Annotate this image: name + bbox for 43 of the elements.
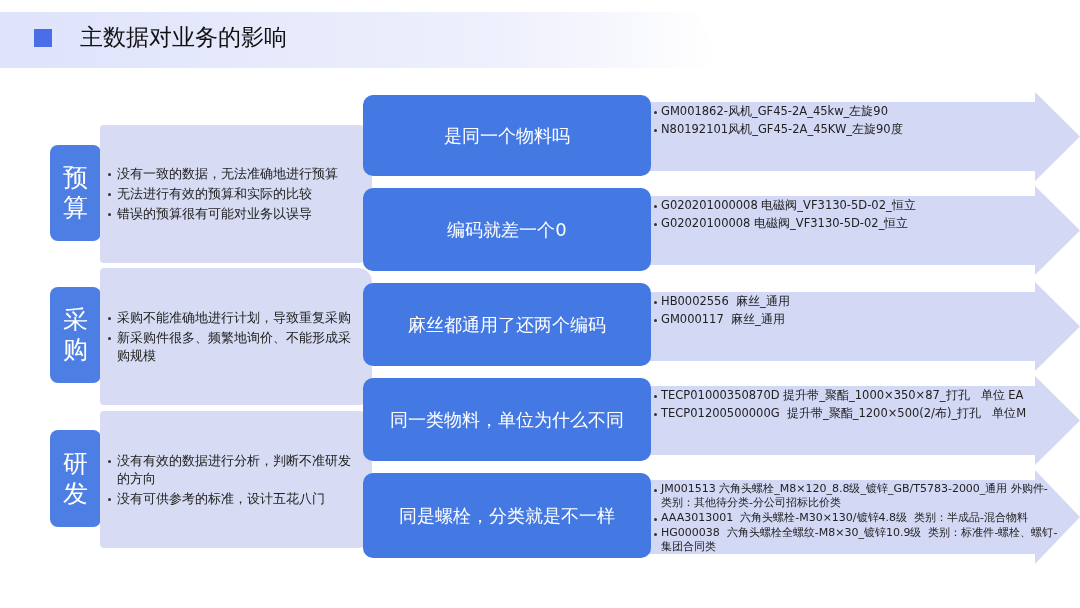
problem-box — [363, 283, 651, 366]
problem-title: 麻丝都通用了还两个编码 — [408, 312, 606, 337]
problem-box — [363, 188, 651, 271]
category-label: 预算 — [63, 163, 88, 223]
bullet-text: 没有可供参考的标准，设计五花八门 — [108, 489, 354, 508]
bullet-text: TECP01200500000G 提升带_聚酯_1200×500(2/布)_打孔 单位M — [654, 406, 1030, 421]
bullet-text: 新采购件很多、频繁地询价、不能形成采购规模 — [108, 328, 354, 365]
problem-box — [363, 378, 651, 461]
bullet-text: 采购不能准确地进行计划，导致重复采购 — [108, 308, 354, 327]
bullet-text: HB0002556 麻丝_通用 — [654, 294, 1030, 309]
example-arrow-band — [648, 92, 1080, 181]
category-label-box — [50, 430, 101, 527]
bullet-text: 错误的预算很有可能对业务以误导 — [108, 205, 354, 223]
example-arrow-band — [648, 186, 1080, 275]
bullet-text: GM000117 麻丝_通用 — [654, 312, 1030, 327]
category-label-box — [50, 145, 101, 241]
problem-title: 编码就差一个0 — [447, 217, 567, 242]
bullet-text: HG000038 六角头螺栓全螺纹-M8×30_镀锌10.9级 类别：标准件-螺栓、螺钉-集团合同类 — [654, 526, 1058, 554]
bullet-text: TECP01000350870D 提升带_聚酯_1000×350×87_打孔 单位 EA — [654, 388, 1030, 403]
category-label: 采购 — [63, 305, 88, 365]
bullet-text: 无法进行有效的预算和实际的比较 — [108, 185, 354, 203]
problem-box — [363, 473, 651, 558]
category-label: 研发 — [63, 448, 88, 509]
problem-title: 是同一个物料吗 — [444, 123, 570, 148]
bullet-text: N80192101风机_GF45-2A_45KW_左旋90度 — [654, 122, 1030, 137]
issue-panel — [100, 125, 372, 263]
problem-title: 同是螺栓，分类就是不一样 — [399, 503, 615, 528]
bullet-text: G020201000008 电磁阀_VF3130-5D-02_恒立 — [654, 198, 1030, 213]
example-arrow-band — [648, 376, 1080, 465]
bullet-text: 没有一致的数据，无法准确地进行预算 — [108, 165, 354, 183]
issue-panel — [100, 411, 372, 548]
example-arrow-band — [648, 282, 1080, 371]
problem-title: 同一类物料，单位为什么不同 — [390, 407, 624, 432]
issue-panel — [100, 268, 372, 405]
bullet-text: G02020100008 电磁阀_VF3130-5D-02_恒立 — [654, 216, 1030, 231]
bullet-text: 没有有效的数据进行分析，判断不准研发的方向 — [108, 451, 354, 488]
title: 主数据对业务的影响 — [80, 23, 287, 52]
bullet-text: GM001862-风机_GF45-2A_45kw_左旋90 — [654, 104, 1030, 119]
category-label-box — [50, 287, 101, 383]
bullet-text: JM001513 六角头螺栓_M8×120_8.8级_镀锌_GB/T5783-2000_通用 外购件-类别：其他待分类-分公司招标比价类 — [654, 482, 1058, 510]
problem-box — [363, 95, 651, 176]
example-arrow-band — [648, 470, 1080, 564]
bullet-text: AAA3013001 六角头螺栓-M30×130/镀锌4.8级 类别：半成品-混合物料 — [654, 511, 1058, 525]
